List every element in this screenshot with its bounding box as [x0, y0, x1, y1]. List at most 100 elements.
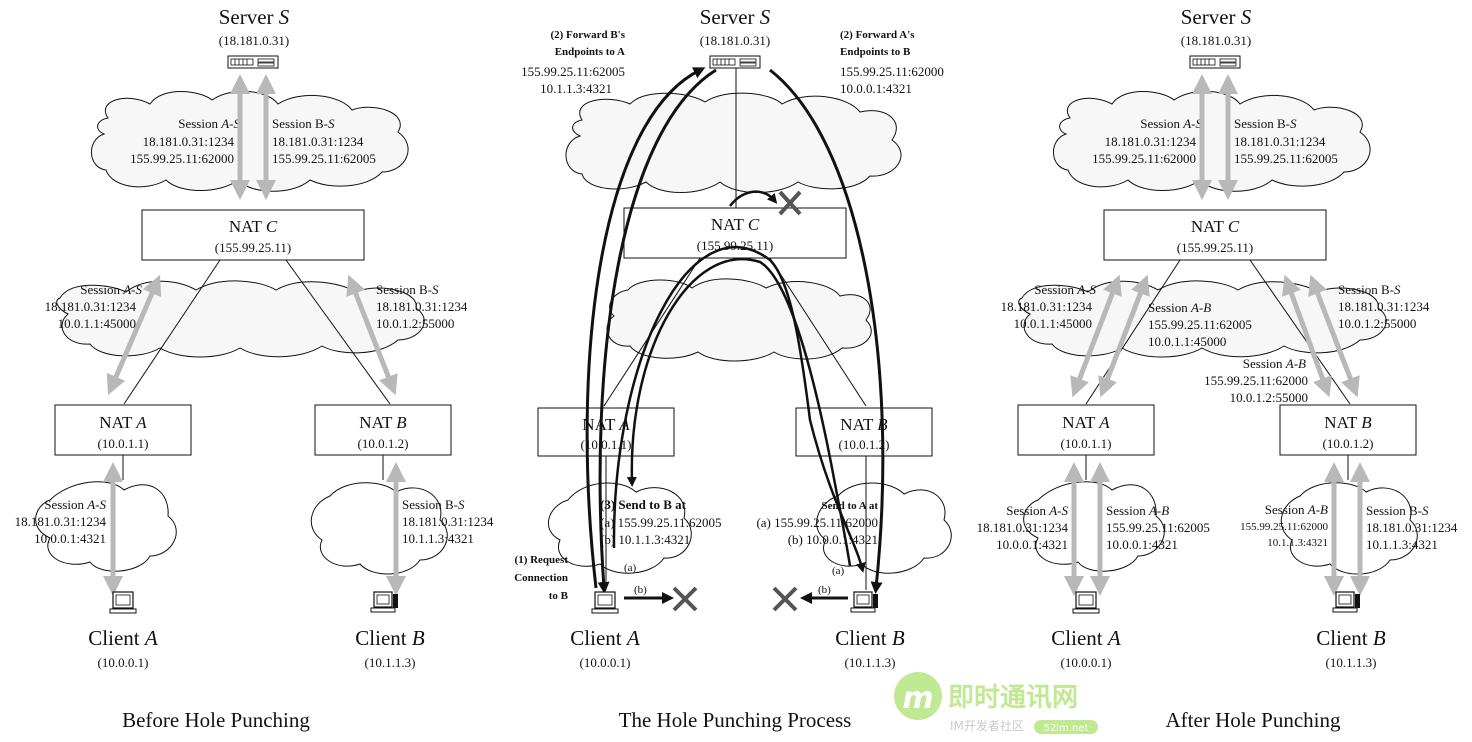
svg-text:10.1.1.3:4321: 10.1.1.3:4321 — [1267, 537, 1328, 549]
panel-process: Server S (18.181.0.31) (2) Forward B's E… — [514, 5, 952, 732]
nat-b-box — [314, 404, 452, 456]
hole-path-arrow — [626, 258, 852, 567]
svg-text:10.0.1.1:45000: 10.0.1.1:45000 — [1014, 316, 1092, 331]
label-b: (b) — [818, 584, 831, 596]
svg-text:10.0.1.2:55000: 10.0.1.2:55000 — [1338, 316, 1416, 331]
svg-text:155.99.25.11:62005: 155.99.25.11:62005 — [272, 151, 376, 166]
nat-b-label: NAT B — [1324, 413, 1372, 432]
svg-text:10.0.1.1:45000: 10.0.1.1:45000 — [1148, 334, 1226, 349]
session-arrow — [346, 274, 398, 396]
computer-icon — [850, 591, 879, 613]
svg-text:10.1.1.3:4321: 10.1.1.3:4321 — [1366, 537, 1438, 552]
forward-b-arrow — [597, 68, 717, 594]
svg-text:Session A-B: Session A-B — [1106, 503, 1169, 518]
computer-icon — [109, 591, 137, 614]
panel-before: Server S (18.181.0.31) Session A-S 18.18… — [15, 5, 494, 732]
request-note: (1) Request Connection to B — [514, 554, 568, 602]
computer-icon — [370, 591, 399, 613]
svg-text:Session B-S: Session B-S — [1234, 116, 1297, 131]
blocked-x-icon — [778, 190, 802, 216]
client-a-label: Client A — [1051, 626, 1121, 650]
svg-text:Session B-S: Session B-S — [376, 282, 439, 297]
session-label-b-s-top: Session B-S 18.181.0.31:1234 155.99.25.1… — [272, 116, 376, 166]
nat-a-ip: (10.0.1.1) — [1061, 436, 1112, 451]
svg-text:18.181.0.31:1234: 18.181.0.31:1234 — [1234, 134, 1326, 149]
nat-b-ip: (10.0.1.2) — [1323, 436, 1374, 451]
nat-b-ip: (10.0.1.2) — [358, 436, 409, 451]
svg-text:Session A-B: Session A-B — [1148, 300, 1211, 315]
svg-text:10.1.1.3:4321: 10.1.1.3:4321 — [540, 81, 612, 96]
nat-c-box — [623, 207, 847, 259]
hole-path-arrow — [612, 245, 866, 573]
session-arrow — [1098, 274, 1150, 398]
server-s-label: Server S — [1181, 5, 1252, 29]
session-arrow — [1308, 274, 1360, 398]
nat-a-box — [537, 407, 675, 457]
svg-text:18.181.0.31:1234: 18.181.0.31:1234 — [15, 514, 107, 529]
svg-text:10.0.0.1:4321: 10.0.0.1:4321 — [1106, 537, 1178, 552]
label-a: (a) — [832, 565, 845, 577]
svg-text:Session B-S: Session B-S — [402, 497, 465, 512]
nat-b-ip: (10.0.1.2) — [839, 437, 890, 452]
svg-text:52im.net: 52im.net — [1044, 723, 1089, 734]
svg-text:Send to A at: Send to A at — [821, 500, 878, 512]
nat-c-ip: (155.99.25.11) — [697, 238, 773, 253]
server-icon — [1189, 55, 1241, 69]
lan-cloud-b — [816, 482, 952, 574]
svg-text:10.0.1.2:55000: 10.0.1.2:55000 — [376, 316, 454, 331]
svg-text:Endpoints to A: Endpoints to A — [555, 46, 625, 58]
nat-a-label: NAT A — [1062, 413, 1110, 432]
nat-a-ip: (10.0.1.1) — [581, 437, 632, 452]
computer-icon — [591, 591, 619, 614]
forward-b-note: (2) Forward B's Endpoints to A 155.99.25… — [521, 29, 626, 96]
svg-text:18.181.0.31:1234: 18.181.0.31:1234 — [376, 299, 468, 314]
server-icon — [227, 55, 279, 69]
server-s-ip: (18.181.0.31) — [219, 33, 289, 48]
svg-text:155.99.25.11:62000: 155.99.25.11:62000 — [1240, 521, 1328, 533]
isp-cloud — [606, 278, 872, 362]
caption-after: After Hole Punching — [1166, 708, 1341, 732]
caption-before: Before Hole Punching — [122, 708, 310, 732]
nat-c-label: NAT C — [711, 215, 760, 234]
client-a-label: Client A — [88, 626, 158, 650]
svg-text:Session A-S: Session A-S — [44, 497, 106, 512]
forward-a-note: (2) Forward A's Endpoints to B 155.99.25… — [840, 29, 944, 96]
client-b-ip: (10.1.1.3) — [845, 655, 896, 670]
client-b-ip: (10.1.1.3) — [1326, 655, 1377, 670]
nat-c-box — [141, 209, 365, 261]
client-a-ip: (10.0.0.1) — [98, 655, 149, 670]
svg-text:Session A-S: Session A-S — [1034, 282, 1096, 297]
svg-text:Session A-S: Session A-S — [1006, 503, 1068, 518]
computer-icon — [1332, 591, 1361, 613]
session-label-a-s-top: Session A-S 18.181.0.31:1234 155.99.25.1… — [130, 116, 240, 166]
label-b: (b) — [634, 584, 647, 596]
label-a: (a) — [624, 562, 637, 574]
svg-text:Session A-B: Session A-B — [1265, 502, 1328, 517]
session-label-a-b-mid: Session A-B 155.99.25.11:62005 10.0.1.1:… — [1148, 300, 1252, 349]
server-icon — [709, 55, 761, 69]
svg-text:m: m — [902, 681, 933, 716]
client-b-label: Client B — [1316, 626, 1386, 650]
lan-cloud-a — [548, 482, 692, 574]
computer-icon — [1072, 591, 1100, 614]
svg-text:Session B-S: Session B-S — [272, 116, 335, 131]
svg-text:(3) Send to B at: (3) Send to B at — [600, 497, 687, 512]
svg-text:155.99.25.11:62005: 155.99.25.11:62005 — [1106, 520, 1210, 535]
session-label-a-s-top: Session A-S 18.181.0.31:1234 155.99.25.1… — [1092, 116, 1202, 166]
nat-c-label: NAT C — [229, 217, 278, 236]
server-s-ip: (18.181.0.31) — [700, 33, 770, 48]
svg-text:(2) Forward B's: (2) Forward B's — [550, 29, 625, 41]
svg-text:Session B-S: Session B-S — [1366, 503, 1429, 518]
svg-text:155.99.25.11:62005: 155.99.25.11:62005 — [1234, 151, 1338, 166]
svg-text:Session B-S: Session B-S — [1338, 282, 1401, 297]
internet-cloud — [565, 92, 902, 193]
session-label-b-s-mid: Session B-S 18.181.0.31:1234 10.0.1.2:55… — [1338, 282, 1430, 331]
session-label-b-s-low: Session B-S 18.181.0.31:1234 10.1.1.3:43… — [402, 497, 494, 546]
reflect-arrow — [729, 190, 778, 207]
svg-text:18.181.0.31:1234: 18.181.0.31:1234 — [143, 134, 235, 149]
svg-text:(b) 10.0.0.1:4321: (b) 10.0.0.1:4321 — [788, 532, 878, 547]
svg-text:155.99.25.11:62000: 155.99.25.11:62000 — [840, 64, 944, 79]
svg-text:10.0.1.1:45000: 10.0.1.1:45000 — [58, 316, 136, 331]
svg-text:155.99.25.11:62000: 155.99.25.11:62000 — [130, 151, 234, 166]
watermark-logo: m 即时通讯网 IM开发者社区 52im.net — [894, 672, 1098, 734]
